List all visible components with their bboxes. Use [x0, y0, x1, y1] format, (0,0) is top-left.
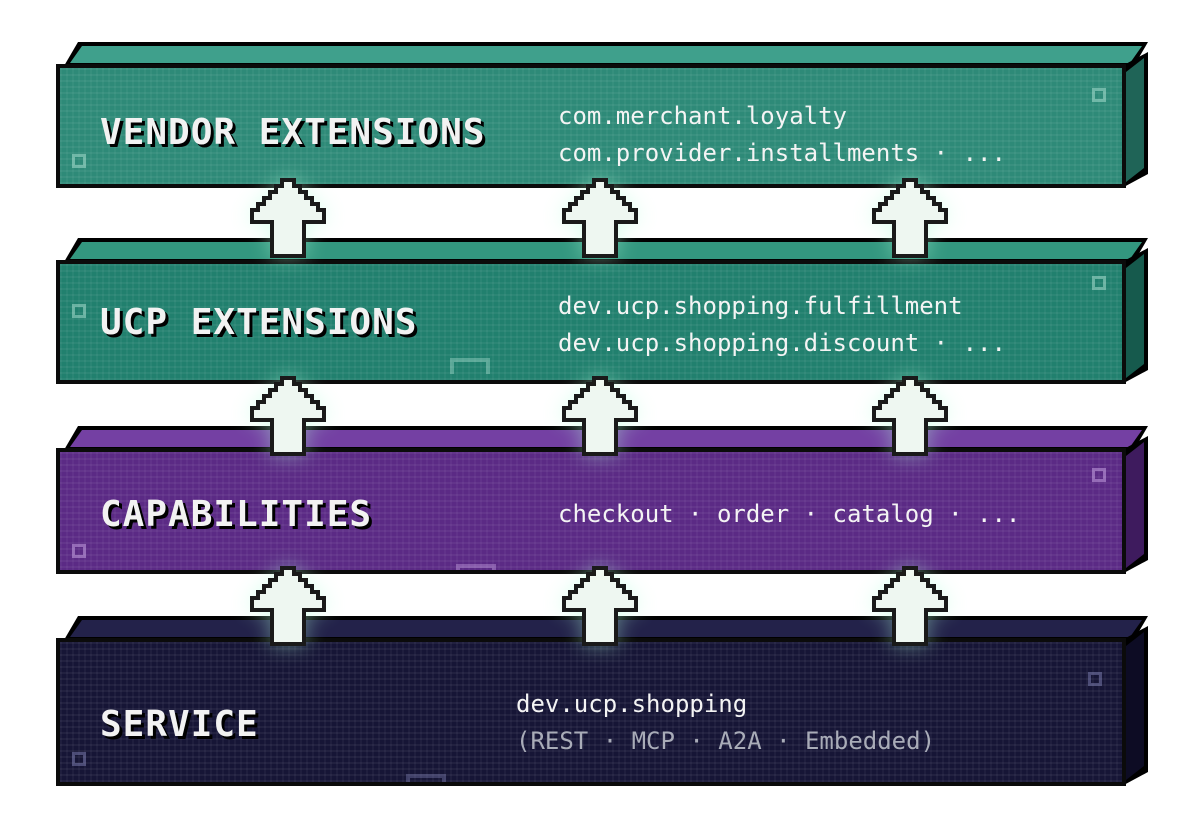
pixel-square-decoration	[72, 752, 86, 766]
layer-description-line: com.provider.installments · ...	[558, 139, 1006, 167]
layer-description: dev.ucp.shopping.fulfillment dev.ucp.sho…	[558, 288, 1006, 362]
layer-title: CAPABILITIES	[100, 494, 373, 535]
pixel-up-arrow-icon	[868, 374, 952, 458]
pixel-square-decoration	[72, 304, 86, 318]
layer-description-line: dev.ucp.shopping	[516, 690, 748, 718]
layer-title: UCP EXTENSIONS	[100, 302, 418, 343]
pixel-up-arrow-icon	[558, 374, 642, 458]
layer-description: checkout · order · catalog · ...	[558, 496, 1020, 533]
pixel-square-decoration	[1092, 88, 1106, 102]
layer-description: com.merchant.loyalty com.provider.instal…	[558, 98, 1006, 172]
layer-description: dev.ucp.shopping (REST · MCP · A2A · Emb…	[516, 686, 935, 760]
pixel-mound-decoration	[406, 774, 446, 782]
layer-title: SERVICE	[100, 704, 259, 745]
pixel-square-decoration	[1088, 672, 1102, 686]
pixel-mound-decoration	[450, 358, 490, 374]
pixel-square-decoration	[1092, 276, 1106, 290]
layer-description-line: (REST · MCP · A2A · Embedded)	[516, 727, 936, 755]
pixel-square-decoration	[72, 154, 86, 168]
pixel-up-arrow-icon	[246, 176, 330, 260]
layer-description-line: com.merchant.loyalty	[558, 102, 847, 130]
pixel-square-decoration	[1092, 468, 1106, 482]
layer-description-line: dev.ucp.shopping.discount · ...	[558, 329, 1006, 357]
layer-title: VENDOR EXTENSIONS	[100, 112, 486, 153]
pixel-up-arrow-icon	[246, 564, 330, 648]
layer-description-line: dev.ucp.shopping.fulfillment	[558, 292, 963, 320]
pixel-mound-decoration	[442, 186, 482, 188]
pixel-up-arrow-icon	[868, 564, 952, 648]
layer-description-line: checkout · order · catalog · ...	[558, 500, 1021, 528]
pixel-up-arrow-icon	[558, 564, 642, 648]
pixel-mound-decoration	[456, 564, 496, 570]
layer-ucp-extensions: UCP EXTENSIONS dev.ucp.shopping.fulfillm…	[56, 238, 1148, 384]
pixel-up-arrow-icon	[246, 374, 330, 458]
layer-vendor-extensions: VENDOR EXTENSIONS com.merchant.loyalty c…	[56, 42, 1148, 188]
pixel-up-arrow-icon	[868, 176, 952, 260]
pixel-square-decoration	[72, 544, 86, 558]
pixel-up-arrow-icon	[558, 176, 642, 260]
